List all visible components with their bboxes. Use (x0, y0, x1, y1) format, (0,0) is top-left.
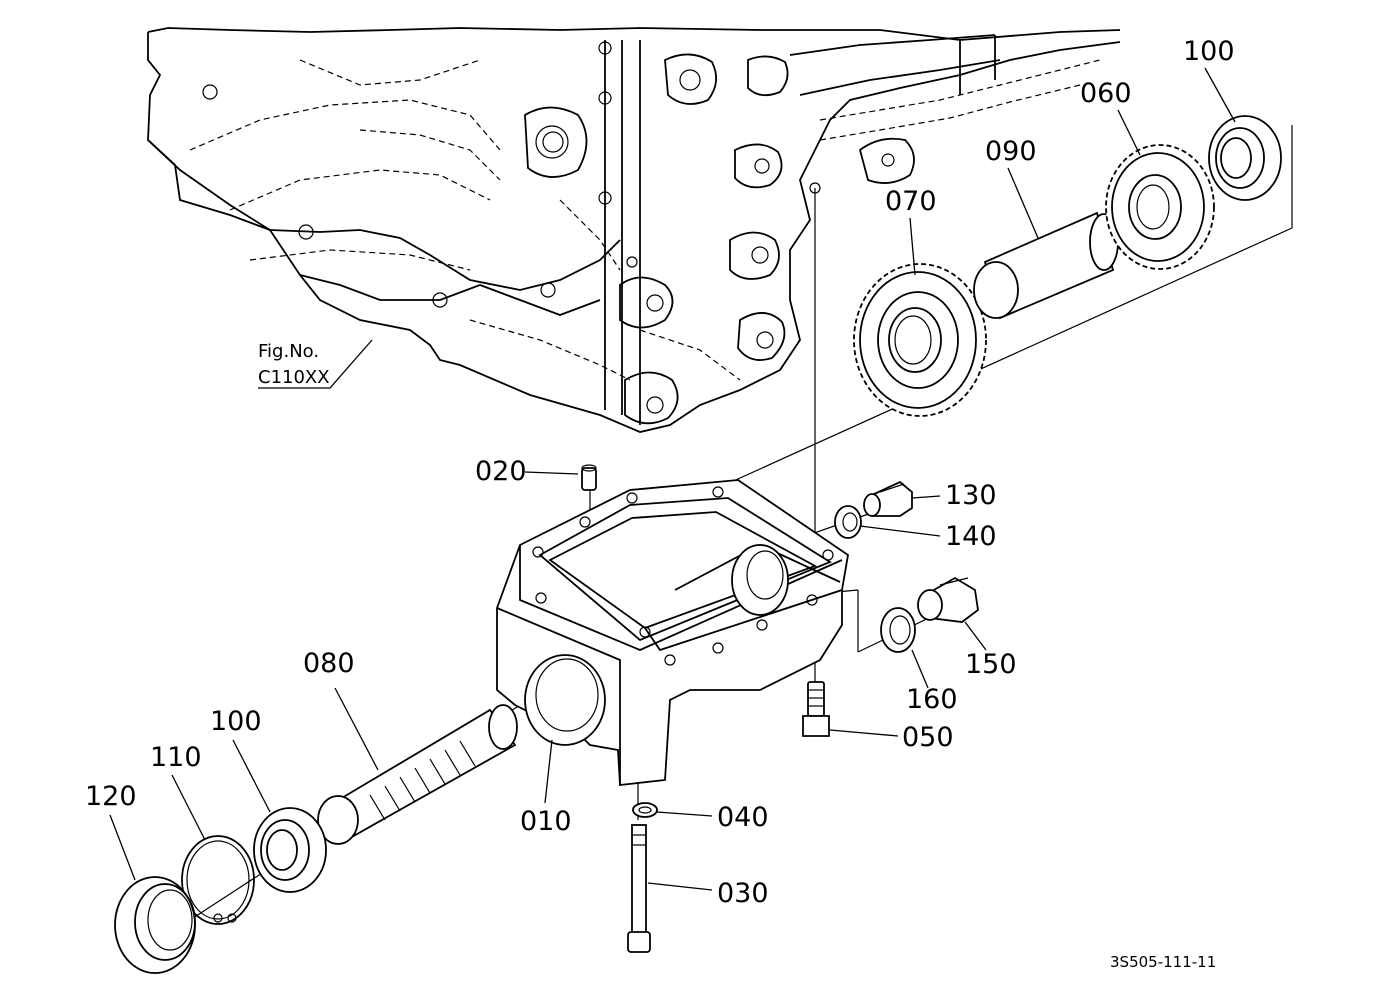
label-090: 090 (985, 136, 1037, 167)
plug-150 (917, 576, 979, 623)
label-160: 160 (906, 684, 958, 715)
label-060: 060 (1080, 78, 1132, 109)
fig-reference-line1: Fig.No. (258, 341, 319, 362)
label-100-lower: 100 (210, 706, 262, 737)
label-140: 140 (945, 521, 997, 552)
gear-070 (853, 263, 987, 417)
label-150: 150 (965, 649, 1017, 680)
bolt-050 (802, 681, 830, 737)
gear-060 (1105, 144, 1215, 270)
bolt-030 (627, 824, 651, 953)
ball-bearing-100-upper (1208, 115, 1282, 201)
collar-090 (973, 211, 1119, 320)
label-070: 070 (885, 186, 937, 217)
label-010: 010 (520, 806, 572, 837)
leader-lines (109, 67, 1236, 891)
ball-bearing-100-lower (253, 807, 327, 893)
label-030: 030 (717, 878, 769, 909)
label-130: 130 (945, 480, 997, 511)
label-040: 040 (717, 802, 769, 833)
label-120: 120 (85, 781, 137, 812)
label-050: 050 (902, 722, 954, 753)
washer-040 (632, 802, 658, 818)
fig-reference-line2: C110XX (258, 367, 330, 388)
gasket-160 (880, 607, 916, 653)
gear-case-010 (496, 479, 849, 786)
shaft-080 (317, 704, 518, 845)
oil-seal-120 (114, 876, 196, 974)
label-080: 080 (303, 648, 355, 679)
part-labels: 100 060 090 070 020 130 140 150 160 050 … (85, 36, 1235, 909)
plug-130 (863, 480, 913, 517)
transmission-housing-outline (147, 27, 1121, 433)
label-110: 110 (150, 742, 202, 773)
document-id: 3S505-111-11 (1110, 953, 1216, 971)
snap-ring-110 (181, 835, 255, 925)
label-100-upper: 100 (1183, 36, 1235, 67)
gasket-140 (834, 505, 862, 539)
label-020: 020 (475, 456, 527, 487)
pin-020 (581, 464, 597, 491)
